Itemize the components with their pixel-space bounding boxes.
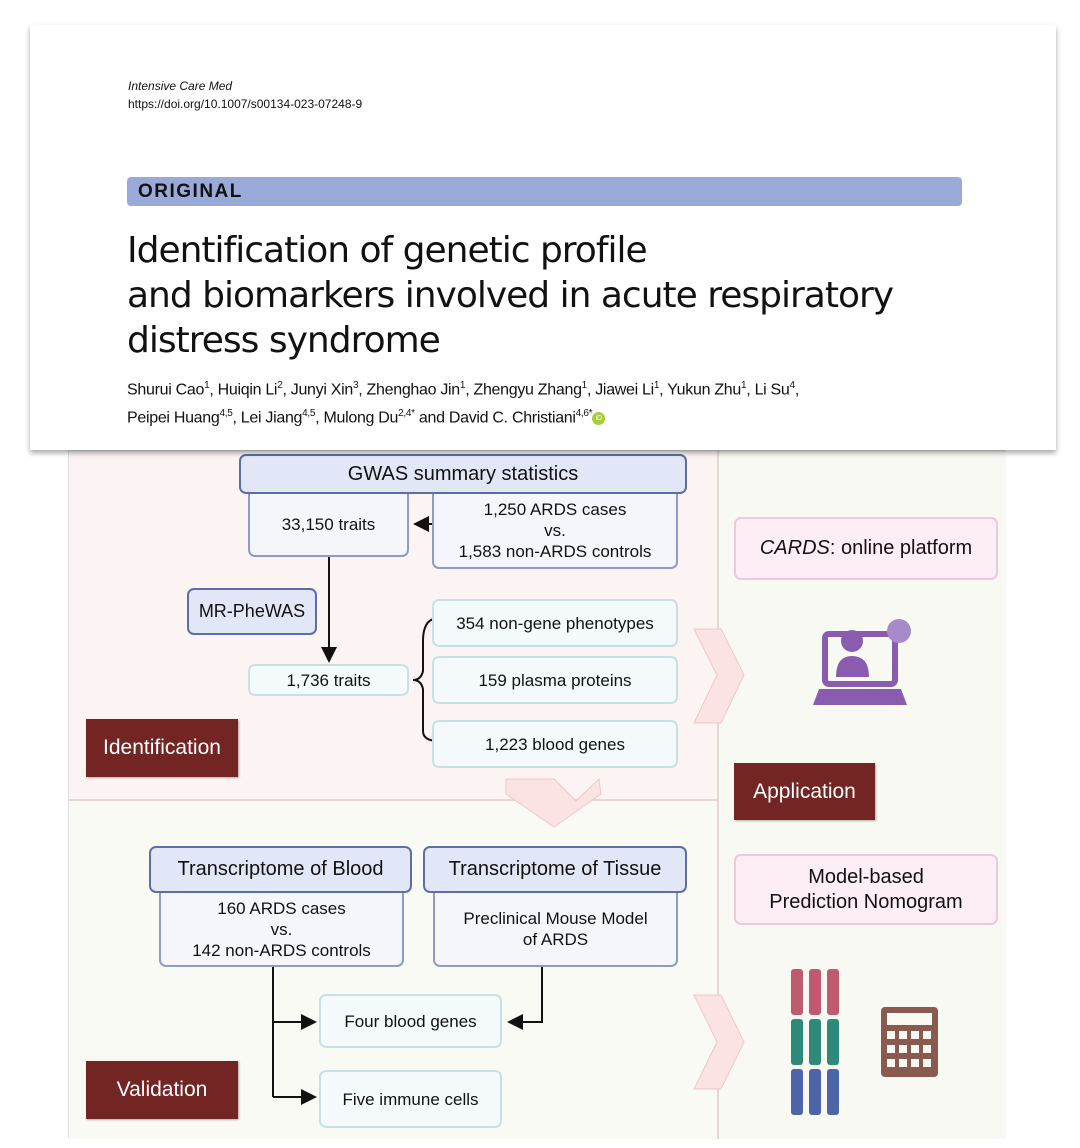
chevron-right-arrow bbox=[693, 994, 745, 1090]
author-name[interactable]: Mulong Du bbox=[323, 409, 399, 427]
journal-name: Intensive Care Med bbox=[128, 79, 233, 93]
cohort-line: 142 non-ARDS controls bbox=[192, 940, 371, 960]
article-type-banner: ORIGINAL bbox=[127, 177, 962, 206]
author-name[interactable]: Peipei Huang bbox=[127, 409, 220, 427]
category-box: 354 non-gene phenotypes bbox=[432, 599, 678, 647]
article-header-card: Intensive Care Med https://doi.org/10.10… bbox=[30, 25, 1056, 450]
validation-tag: Validation bbox=[86, 1061, 238, 1119]
author-affiliation: 1 bbox=[653, 380, 660, 391]
model-line: Preclinical Mouse Model bbox=[463, 909, 648, 928]
connectors bbox=[272, 516, 938, 1115]
title-line: Identification of genetic profile bbox=[127, 230, 648, 271]
model-line: of ARDS bbox=[522, 930, 589, 949]
graphical-abstract: GWAS summary statistics 33,150 traits 1,… bbox=[68, 450, 1006, 1139]
traits-total-box: 33,150 traits bbox=[248, 494, 409, 557]
blood-cohort-box: 160 ARDS cases vs. 142 non-ARDS controls bbox=[159, 893, 404, 967]
chevron-right-arrow bbox=[693, 628, 745, 724]
laptop-doctor-icon bbox=[813, 619, 911, 705]
author-name[interactable]: Huiqin Li bbox=[217, 381, 278, 399]
author-affiliation: 1 bbox=[459, 380, 466, 391]
author-affiliation: 1 bbox=[741, 380, 747, 391]
cases-line: 1,583 non-ARDS controls bbox=[458, 542, 652, 561]
platform-desc: : online platform bbox=[829, 537, 973, 559]
identification-tag: Identification bbox=[86, 719, 238, 777]
author-name[interactable]: Lei Jiang bbox=[240, 409, 303, 427]
doi-link[interactable]: https://doi.org/10.1007/s00134-023-07248… bbox=[128, 97, 363, 111]
category-box: 159 plasma proteins bbox=[432, 656, 678, 704]
tissue-transcriptome-header: Transcriptome of Tissue bbox=[423, 846, 687, 893]
brace bbox=[412, 617, 440, 742]
author-affiliation: 1 bbox=[204, 380, 210, 391]
orcid-icon[interactable]: iD bbox=[592, 411, 606, 425]
category-box: 1,223 blood genes bbox=[432, 720, 678, 768]
selected-traits-box: 1,736 traits bbox=[248, 664, 409, 696]
nomogram-line: Prediction Nomogram bbox=[769, 890, 963, 913]
cases-line: 1,250 ARDS cases bbox=[483, 500, 627, 519]
platform-name: CARDS bbox=[759, 537, 830, 559]
author-name[interactable]: Zhengyu Zhang bbox=[473, 381, 582, 399]
author-name[interactable]: Shurui Cao bbox=[127, 381, 205, 399]
blood-genes-box: Four blood genes bbox=[319, 994, 502, 1048]
arrow-tissue-to-genes bbox=[507, 967, 543, 1030]
cohort-line: vs. bbox=[270, 919, 293, 939]
author-name[interactable]: Zhenghao Jin bbox=[366, 381, 461, 399]
and-word: and bbox=[418, 409, 445, 427]
author-affiliation: 4,5 bbox=[302, 408, 316, 420]
nomogram-box: Model-based Prediction Nomogram bbox=[734, 854, 998, 925]
gwas-header: GWAS summary statistics bbox=[239, 454, 687, 494]
article-title: Identification of genetic profile and bi… bbox=[127, 228, 894, 363]
author-affiliation: 2,4* bbox=[398, 408, 415, 420]
nomogram-line: Model-based bbox=[808, 865, 924, 888]
author-affiliation: 3 bbox=[352, 380, 359, 391]
author-list: Shurui Cao1, Huiqin Li2, Junyi Xin3, Zhe… bbox=[127, 380, 799, 427]
title-line: and biomarkers involved in acute respira… bbox=[127, 275, 894, 316]
mouse-model-box: Preclinical Mouse Model of ARDS bbox=[433, 893, 678, 967]
author-name[interactable]: Yukun Zhu bbox=[667, 381, 741, 399]
author-affiliation: 1 bbox=[581, 380, 588, 391]
author-affiliation: 2 bbox=[277, 380, 283, 391]
author-affiliation: 4,5 bbox=[219, 408, 233, 420]
author-name[interactable]: Jiawei Li bbox=[595, 381, 654, 399]
author-name[interactable]: David C. Christiani bbox=[448, 409, 576, 427]
cards-platform-box: CARDS: online platform bbox=[734, 517, 998, 580]
author-name[interactable]: Junyi Xin bbox=[290, 381, 354, 399]
patient-groups-icon bbox=[791, 969, 839, 1115]
cases-box: 1,250 ARDS cases vs. 1,583 non-ARDS cont… bbox=[432, 494, 678, 569]
author-affiliation: 4,6* bbox=[575, 408, 593, 420]
immune-cells-box: Five immune cells bbox=[319, 1070, 502, 1128]
mr-phewas-box: MR-PheWAS bbox=[187, 588, 317, 635]
title-line: distress syndrome bbox=[127, 320, 441, 361]
author-name[interactable]: Li Su bbox=[754, 381, 790, 399]
author-affiliation: 4 bbox=[789, 380, 796, 391]
cohort-line: 160 ARDS cases bbox=[217, 898, 346, 918]
blood-transcriptome-header: Transcriptome of Blood bbox=[149, 846, 412, 893]
application-tag: Application bbox=[734, 763, 875, 820]
cases-line: vs. bbox=[544, 521, 566, 540]
chevron-down-arrow bbox=[505, 777, 602, 828]
calculator-icon bbox=[881, 1007, 938, 1077]
